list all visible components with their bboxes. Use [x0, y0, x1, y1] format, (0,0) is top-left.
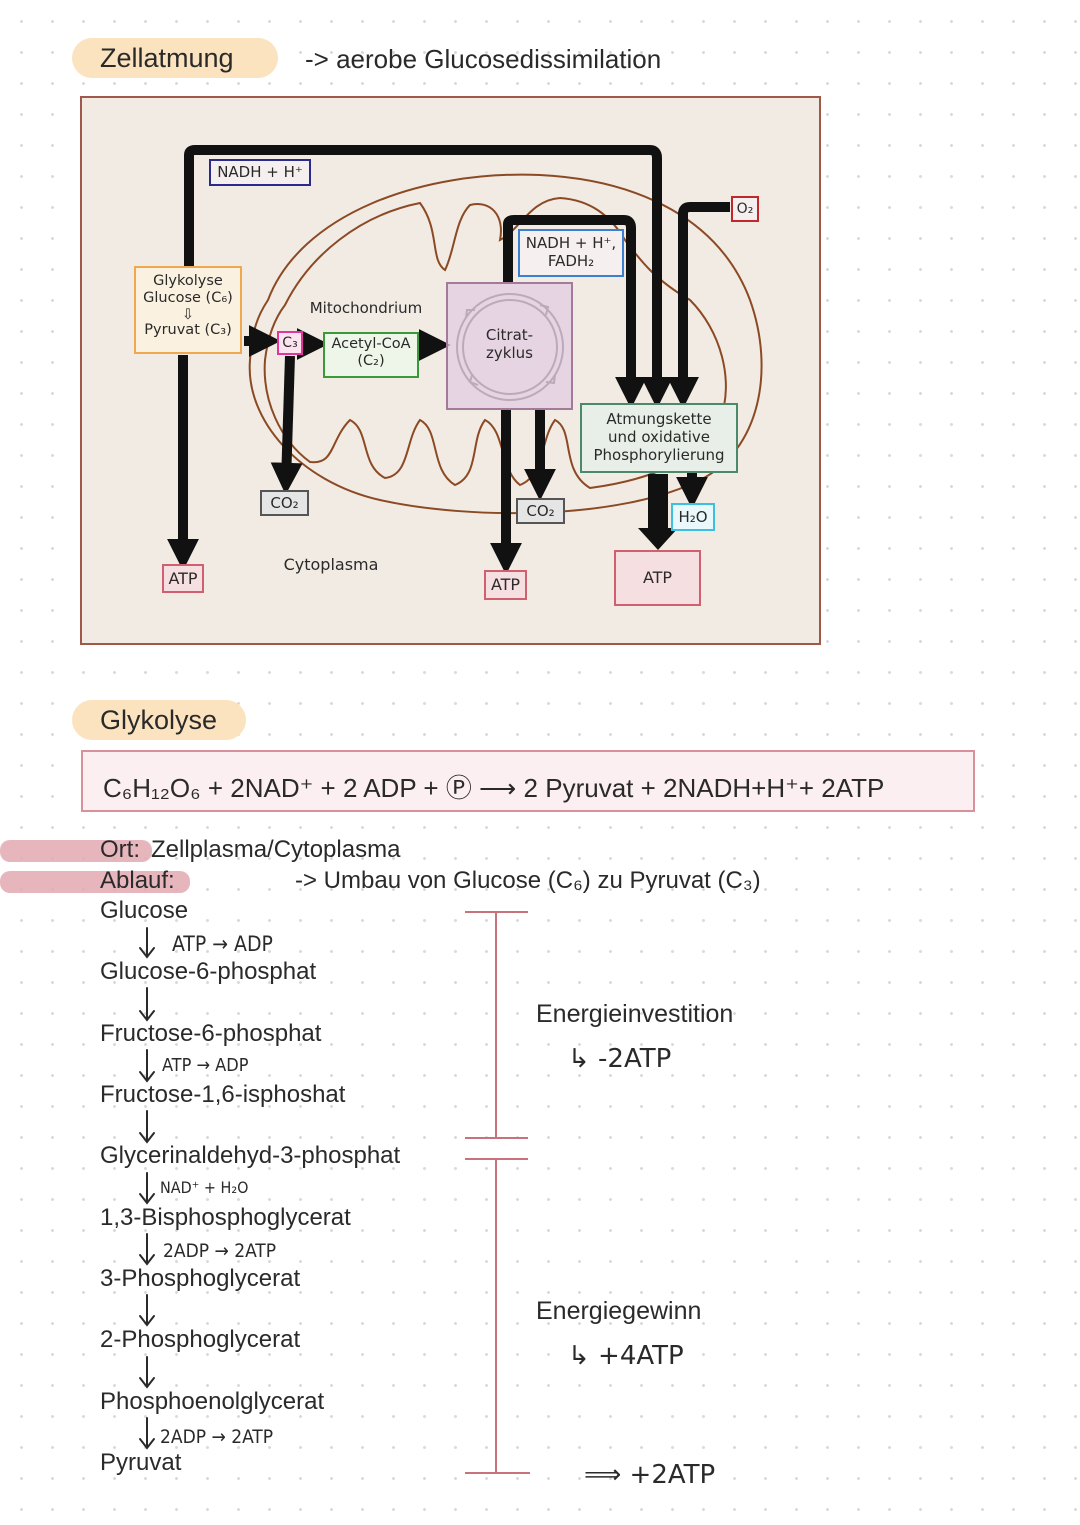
- step-glycerinaldehyd-3-phosphat: Glycerinaldehyd-3-phosphat: [100, 1142, 401, 1169]
- nadh-label: NADH + H⁺: [217, 163, 303, 181]
- step-2-phosphoglycerat: 2-Phosphoglycerat: [100, 1326, 301, 1353]
- citrate-line1: Citrat-: [485, 326, 534, 344]
- co2-left-box: CO₂: [260, 490, 309, 516]
- ort-label: Ort:: [100, 836, 140, 863]
- atp-right-label: ATP: [642, 568, 673, 587]
- arrow-5: [139, 1172, 155, 1205]
- c3-label: C₃: [282, 335, 298, 351]
- glycolysis-equation: C₆H₁₂O₆ + 2NAD⁺ + 2 ADP + Ⓟ ⟶ 2 Pyruvat …: [103, 773, 885, 803]
- step-fructose-6-phosphat: Fructose-6-phosphat: [100, 1020, 322, 1047]
- step-3-phosphoglycerat: 3-Phosphoglycerat: [100, 1265, 301, 1292]
- arrow-3: [139, 1049, 155, 1083]
- glycolysis-arrow: ⇩: [181, 306, 195, 323]
- glycolysis-line3: Pyruvat (C₃): [144, 322, 232, 339]
- note-nad-h2o: NAD⁺ + H₂O: [160, 1178, 249, 1197]
- energy-investment-value: ↳ -2ATP: [568, 1044, 672, 1074]
- energy-investment-label: Energieinvestition: [536, 1000, 734, 1028]
- glycolysis-line1: Glykolyse: [153, 273, 223, 289]
- nadh-box: NADH + H⁺: [209, 159, 311, 186]
- energy-gain-value: ↳ +4ATP: [568, 1341, 684, 1371]
- subtitle: -> aerobe Glucosedissimilation: [305, 44, 662, 74]
- step-phosphoenolglycerat: Phosphoenolglycerat: [100, 1388, 325, 1415]
- acetyl-coa-box: Acetyl-CoA (C₂): [323, 332, 419, 378]
- h2o-box: H₂O: [671, 503, 715, 531]
- arrow-1: [139, 927, 155, 959]
- atmung-line3: Phosphorylierung: [593, 446, 725, 464]
- h2o-label: H₂O: [678, 508, 708, 526]
- citrate-cycle-box: Citrat- zyklus: [446, 282, 573, 410]
- ort-highlight: [0, 840, 152, 862]
- o2-box: O₂: [731, 196, 759, 222]
- c3-box: C₃: [277, 331, 303, 355]
- nadh-fadh-box: NADH + H⁺, FADH₂: [518, 229, 624, 277]
- step-fructose-1-6-bisphosphat: Fructose-1,6-isphoshat: [100, 1081, 346, 1108]
- arrow-7: [139, 1294, 155, 1327]
- acetyl-line1: Acetyl-CoA: [331, 336, 411, 352]
- nadh-fadh-line1: NADH + H⁺,: [525, 234, 617, 252]
- bracket-investment: [465, 911, 528, 1139]
- note-2adp-2atp-2: 2ADP → 2ATP: [160, 1426, 274, 1448]
- ablauf-highlight: [0, 871, 190, 893]
- atp-left-label: ATP: [168, 569, 198, 588]
- ablauf-value: -> Umbau von Glucose (C₆) zu Pyruvat (C₃…: [295, 867, 761, 894]
- atmung-line2: und oxidative: [608, 428, 710, 446]
- arrow-6: [139, 1233, 155, 1266]
- title-text: Zellatmung: [100, 43, 234, 73]
- section-title-zellatmung: Zellatmung: [72, 38, 278, 78]
- step-glucose: Glucose: [100, 897, 189, 924]
- mitochondrium-label: Mitochondrium: [309, 299, 423, 317]
- arrow-2: [139, 987, 155, 1022]
- nadh-fadh-line2: FADH₂: [547, 252, 595, 270]
- o2-label: O₂: [736, 201, 754, 217]
- glycolysis-box: Glykolyse Glucose (C₆) ⇩ Pyruvat (C₃): [134, 266, 242, 354]
- acetyl-line2: (C₂): [357, 353, 385, 370]
- arrow-4: [139, 1110, 155, 1144]
- atmung-line1: Atmungskette: [606, 410, 712, 428]
- atp-mid-box: ATP: [484, 570, 527, 600]
- cytoplasm-label: Cytoplasma: [283, 555, 379, 574]
- glykolyse-title-text: Glykolyse: [100, 705, 218, 735]
- step-glucose-6-phosphat: Glucose-6-phosphat: [100, 958, 317, 985]
- energy-gain-label: Energiegewinn: [536, 1297, 702, 1325]
- note-2adp-2atp-1: 2ADP → 2ATP: [163, 1240, 277, 1262]
- section-title-glykolyse: Glykolyse: [72, 700, 246, 740]
- arrow-9: [139, 1417, 155, 1450]
- glycolysis-line2: Glucose (C₆): [143, 290, 233, 307]
- atp-left-box: ATP: [162, 564, 204, 593]
- equation-box: C₆H₁₂O₆ + 2NAD⁺ + 2 ADP + Ⓟ ⟶ 2 Pyruvat …: [81, 750, 975, 812]
- co2-right-box: CO₂: [516, 498, 565, 524]
- bracket-gain: [465, 1158, 530, 1474]
- co2-left-label: CO₂: [270, 494, 299, 512]
- note-atp-adp-2: ATP → ADP: [162, 1055, 249, 1076]
- ort-value: Zellplasma/Cytoplasma: [151, 836, 401, 863]
- step-pyruvat: Pyruvat: [100, 1449, 182, 1476]
- ablauf-label: Ablauf:: [100, 867, 175, 894]
- step-1-3-bisphosphoglycerat: 1,3-Bisphosphoglycerat: [100, 1204, 351, 1231]
- atp-mid-label: ATP: [490, 575, 521, 594]
- respiratory-chain-box: Atmungskette und oxidative Phosphorylier…: [580, 403, 738, 473]
- arrow-8: [139, 1356, 155, 1389]
- atp-right-box: ATP: [614, 550, 701, 606]
- co2-right-label: CO₂: [526, 502, 555, 520]
- citrate-line2: zyklus: [486, 344, 533, 362]
- note-atp-adp-1: ATP → ADP: [172, 932, 273, 956]
- energy-net: ⟹ +2ATP: [584, 1460, 716, 1490]
